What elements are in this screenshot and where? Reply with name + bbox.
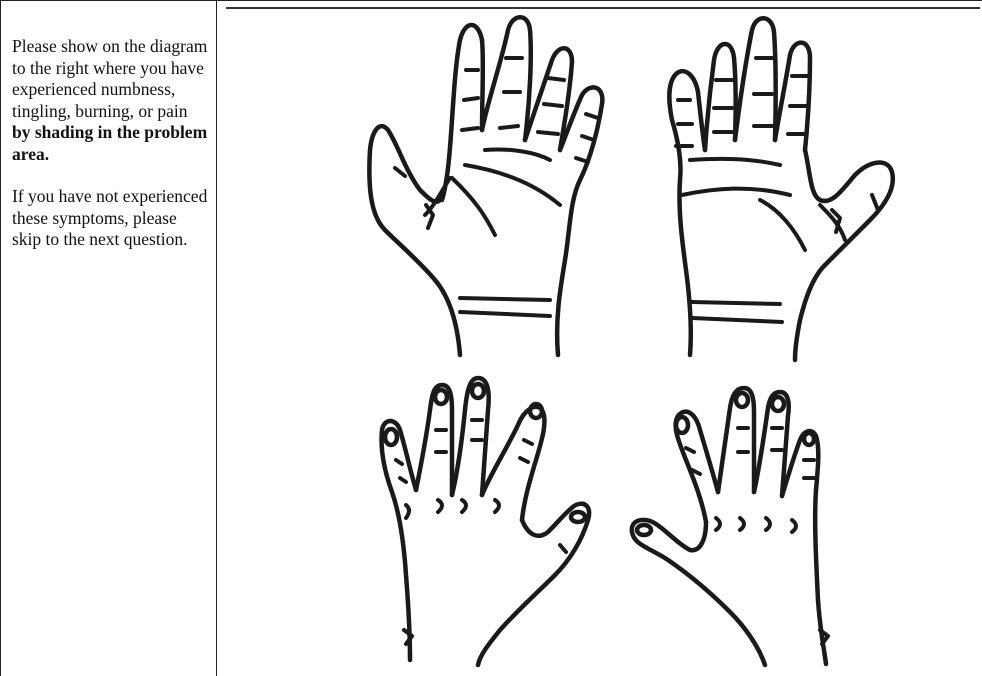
instructions-cell: Please show on the diagram to the right … [12,36,208,272]
instructions-text: Please show on the diagram to the right … [12,36,207,121]
instructions-paragraph-1: Please show on the diagram to the right … [12,36,208,165]
palm-hand-right[interactable] [669,18,892,360]
instructions-bold-text: shading in the problem area. [12,122,207,164]
palm-hand-left[interactable] [369,17,602,355]
table-column-divider [216,0,217,676]
back-hand-right[interactable] [632,388,828,665]
table-border-left [0,0,1,676]
hands-diagram[interactable] [220,0,982,676]
instructions-paragraph-2: If you have not experienced these sympto… [12,186,208,251]
back-hand-left[interactable] [381,378,589,665]
instructions-bold-by: by [12,122,30,142]
